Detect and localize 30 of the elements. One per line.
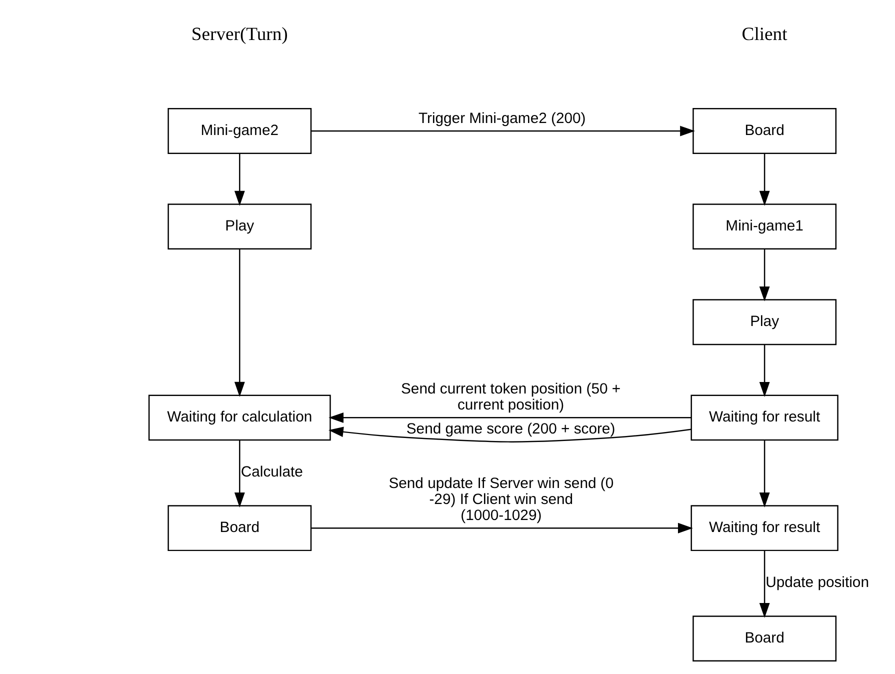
edge-label: Send current token position (50 + current position) <box>401 382 621 414</box>
node-box: Board <box>168 505 312 552</box>
arrow <box>328 412 692 423</box>
arrow <box>312 126 695 136</box>
arrow <box>759 550 770 618</box>
edge-label: Trigger Mini-game2 (200) <box>418 111 586 128</box>
label: Client <box>742 24 788 45</box>
arrow <box>234 440 245 508</box>
arrow <box>759 344 770 397</box>
node-box: Play <box>692 299 837 346</box>
arrow <box>234 249 245 397</box>
edge-label: Send update If Server win send (0 -29) If Client win send (1000-1029) <box>388 476 614 524</box>
node-box: Board <box>692 616 837 662</box>
node-box: Waiting for result <box>690 505 838 552</box>
node-box: Play <box>168 204 312 250</box>
label: Server(Turn) <box>191 24 288 45</box>
edge-label: Calculate <box>240 464 303 481</box>
arrow <box>759 248 770 302</box>
node-box: Waiting for calculation <box>148 394 331 441</box>
node-box: Mini-game1 <box>692 204 837 250</box>
node-box: Mini-game2 <box>168 108 312 154</box>
arrow <box>234 153 245 206</box>
arrow <box>759 440 770 508</box>
node-box: Board <box>692 108 837 154</box>
arrow <box>759 153 770 206</box>
arrow <box>312 522 693 534</box>
edge-label: Send game score (200 + score) <box>406 421 616 438</box>
node-box: Waiting for result <box>690 394 838 441</box>
arrow <box>328 426 692 442</box>
edge-label: Update position <box>766 575 869 592</box>
